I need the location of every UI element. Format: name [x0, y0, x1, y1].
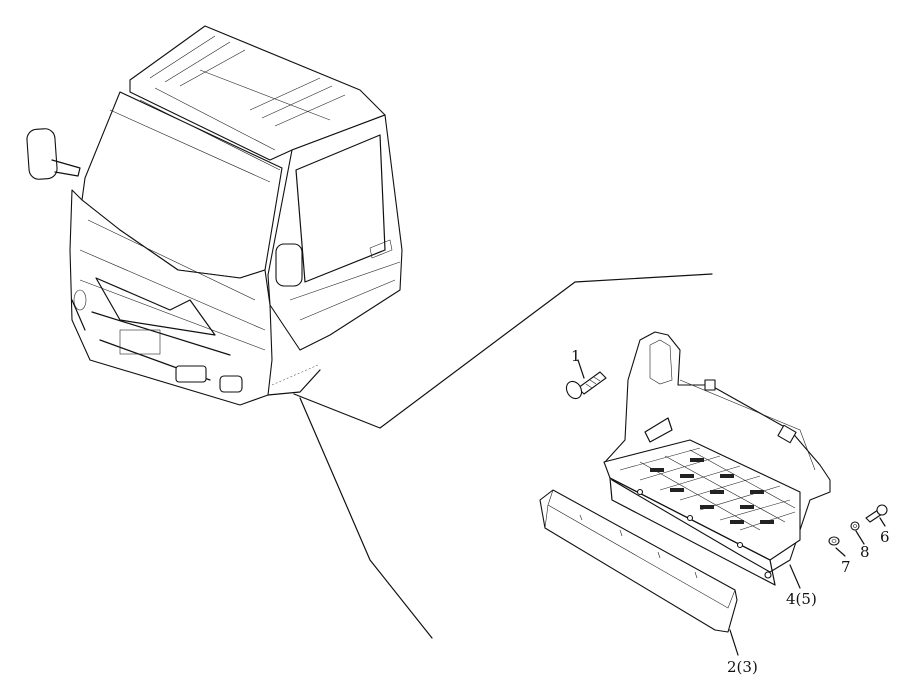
washer-part-7 — [828, 536, 840, 546]
bolt-part-6 — [865, 504, 888, 523]
step-cover-panel — [539, 489, 738, 633]
left-mirror — [26, 128, 81, 180]
detail-leader-lines — [293, 273, 713, 639]
step-assembly — [603, 331, 831, 586]
bolt-part-1 — [565, 371, 607, 400]
callout-4-5: 4(5) — [786, 590, 817, 608]
callout-2-3: 2(3) — [727, 658, 758, 676]
callout-6: 6 — [880, 528, 890, 546]
callout-7: 7 — [841, 558, 851, 576]
callout-8: 8 — [860, 543, 870, 561]
callout-1: 1 — [571, 347, 581, 365]
truck-cab-illustration — [26, 25, 403, 406]
washer-part-8 — [850, 521, 860, 531]
callout-labels: 1 6 7 8 4(5) 2(3) — [571, 347, 890, 676]
callout-leaders — [577, 359, 886, 656]
